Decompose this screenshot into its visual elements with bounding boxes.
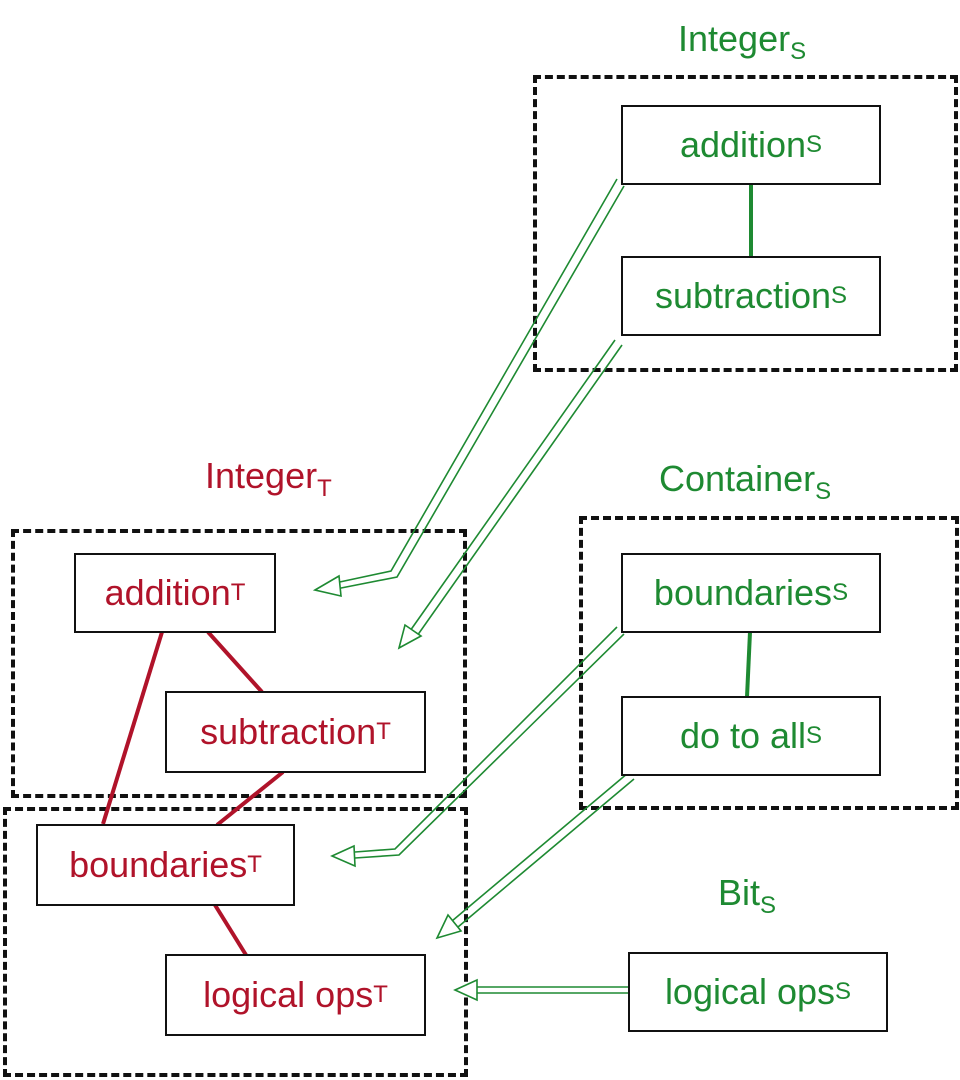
integer-source-group-label: IntegerS: [678, 18, 807, 65]
link-boundaries-s-do-to-all-s: [745, 631, 752, 698]
mapping-boundaries-s-to-boundaries-t: [330, 626, 625, 868]
mapping-addition-s-to-addition-t: [312, 178, 625, 598]
mapping-arrows: [312, 178, 635, 1002]
container-source-group-label: ContainerS: [659, 458, 832, 505]
mapping-subtraction-s-to-subtraction-t: [397, 339, 623, 650]
target-link-lines: [101, 630, 285, 957]
link-addition-t-boundaries-t: [101, 631, 164, 825]
link-subtraction-t-boundaries-t: [215, 770, 285, 827]
link-boundaries-t-logical-ops-t: [213, 903, 248, 957]
mapping-logical-ops-s-to-logical-ops-t: [453, 978, 630, 1002]
integer-source-group-box: [533, 75, 958, 372]
source-link-lines: [745, 183, 753, 698]
bit-source-group-label: BitS: [718, 872, 777, 919]
link-addition-t-subtraction-t: [206, 630, 264, 694]
integer-target-upper-box: [11, 529, 467, 798]
integer-target-group-label: IntegerT: [205, 455, 332, 502]
mapping-do-to-all-s-to-logical-ops-t: [435, 772, 635, 940]
